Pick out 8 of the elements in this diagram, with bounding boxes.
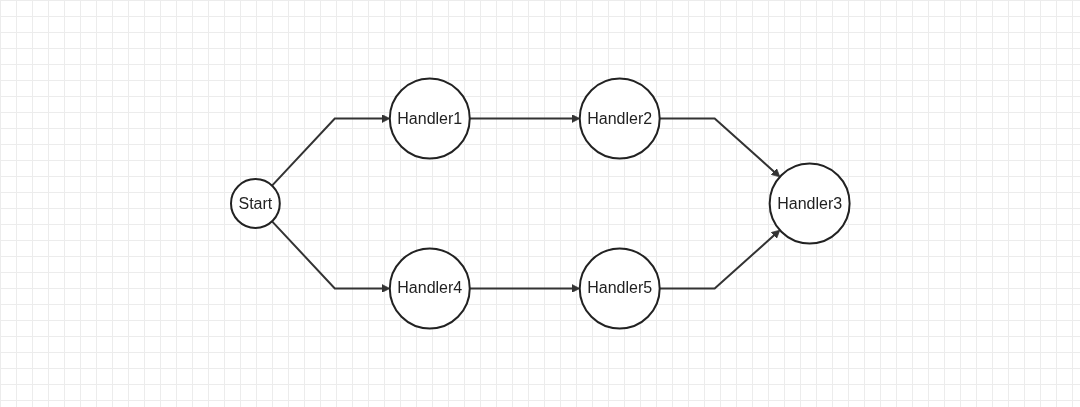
node-circle: Handler4 bbox=[388, 247, 471, 330]
node-circle: Handler2 bbox=[578, 77, 661, 160]
arrow bbox=[270, 220, 390, 293]
node-circle: Handler3 bbox=[768, 162, 851, 245]
node-circle: Handler1 bbox=[388, 77, 471, 160]
arrow bbox=[270, 114, 390, 187]
node-circle: Handler5 bbox=[578, 247, 661, 330]
node-circle: Start bbox=[229, 178, 281, 229]
